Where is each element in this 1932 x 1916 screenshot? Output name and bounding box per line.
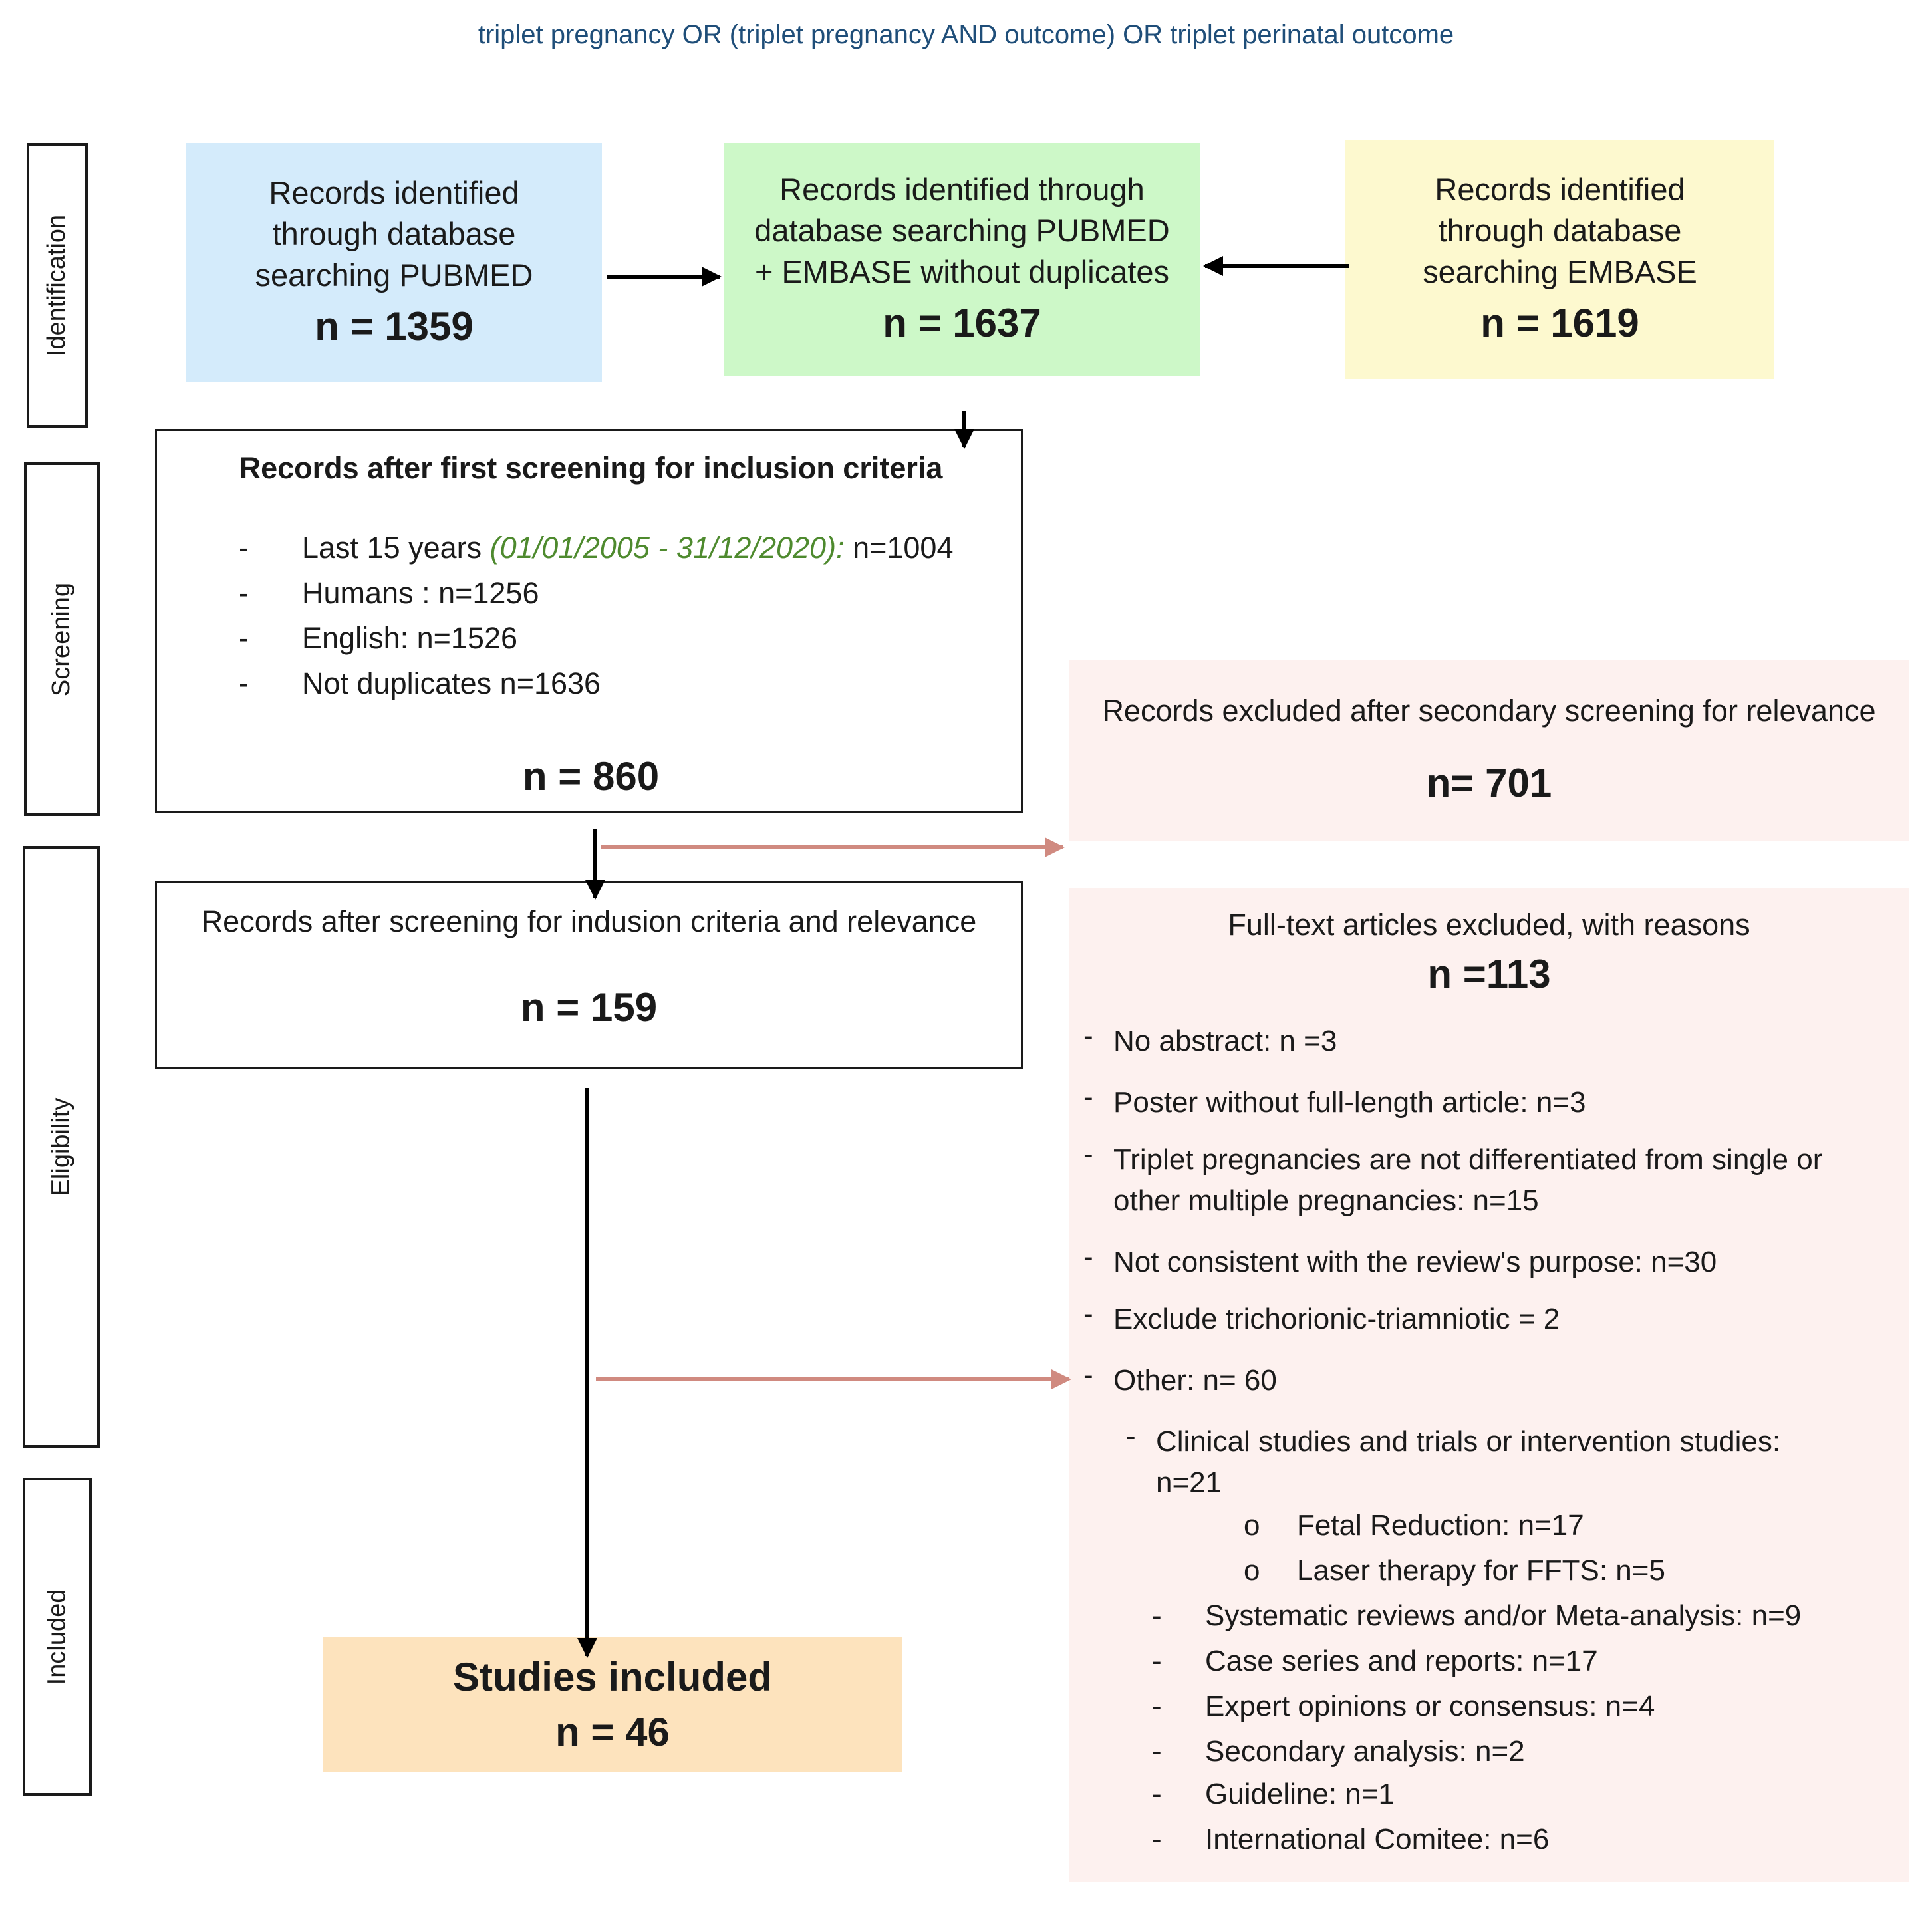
reason-expert-opinions: - Expert opinions or consensus: n=4 — [1152, 1686, 1655, 1727]
stage-eligibility: Eligibility — [23, 846, 100, 1448]
reason-marker: - — [1152, 1735, 1162, 1768]
screening-item-2: - Humans : n=1256 — [239, 576, 539, 611]
excluded-secondary-box: Records excluded after secondary screeni… — [1069, 660, 1909, 841]
second-screening-box: Records after screening for indusion cri… — [155, 881, 1023, 1069]
reason-text: Case series and reports: n=17 — [1205, 1645, 1598, 1677]
screening-item-2-text: Humans : n=1256 — [302, 576, 539, 610]
embase-text: Records identified through database sear… — [1423, 172, 1697, 290]
pubmed-box: Records identified through database sear… — [186, 143, 602, 382]
included-count: n = 46 — [555, 1710, 670, 1754]
reason-text: Not consistent with the review's purpose… — [1113, 1246, 1717, 1278]
date-range: (01/01/2005 - 31/12/2020): — [489, 531, 845, 565]
reason-marker: - — [1126, 1420, 1136, 1452]
reason-guideline: - Guideline: n=1 — [1152, 1774, 1395, 1815]
reason-text: Secondary analysis: n=2 — [1205, 1735, 1525, 1768]
reason-text: Guideline: n=1 — [1205, 1778, 1395, 1810]
screening-item-2-marker: - — [239, 576, 249, 610]
first-screening-box: Records after first screening for inclus… — [155, 429, 1023, 813]
pubmed-count: n = 1359 — [315, 304, 474, 349]
reason-marker: - — [1152, 1778, 1162, 1810]
reason-marker: - — [1152, 1599, 1162, 1632]
reason-text: Triplet pregnancies are not differentiat… — [1113, 1143, 1823, 1217]
stage-identification: Identification — [27, 143, 88, 428]
reason-text: International Comitee: n=6 — [1205, 1823, 1550, 1855]
reason-marker: - — [1083, 1240, 1093, 1273]
screening-item-3: - English: n=1526 — [239, 621, 518, 656]
combined-count: n = 1637 — [883, 301, 1041, 346]
reason-text: Fetal Reduction: n=17 — [1297, 1509, 1584, 1542]
screening-item-4: - Not duplicates n=1636 — [239, 666, 601, 701]
reason-text: Expert opinions or consensus: n=4 — [1205, 1690, 1655, 1722]
stage-included: Included — [23, 1478, 92, 1796]
reason-marker: - — [1152, 1690, 1162, 1722]
screening-item-1-suffix: n=1004 — [844, 531, 954, 565]
reason-not-differentiated: - Triplet pregnancies are not differenti… — [1083, 1138, 1891, 1221]
reason-marker: - — [1083, 1359, 1093, 1391]
reason-text: Other: n= 60 — [1113, 1364, 1277, 1397]
reason-text: Exclude trichorionic-triamniotic = 2 — [1113, 1303, 1560, 1335]
second-screening-text: Records after screening for indusion cri… — [201, 904, 977, 938]
combined-text: Records identified through database sear… — [754, 172, 1170, 290]
screening-item-1-marker: - — [239, 531, 249, 565]
stage-identification-label: Identification — [43, 214, 71, 356]
reason-case-series: - Case series and reports: n=17 — [1152, 1641, 1598, 1682]
reason-marker: o — [1244, 1509, 1260, 1542]
first-screening-count: n = 860 — [522, 754, 660, 799]
excluded-secondary-count: n= 701 — [1426, 761, 1552, 806]
screening-item-4-text: Not duplicates n=1636 — [302, 666, 601, 700]
reason-marker: - — [1152, 1645, 1162, 1677]
reason-marker: - — [1083, 1298, 1093, 1330]
stage-screening: Screening — [24, 462, 100, 816]
reason-marker: - — [1152, 1823, 1162, 1855]
stage-included-label: Included — [43, 1589, 71, 1685]
combined-box: Records identified through database sear… — [724, 143, 1200, 376]
reason-text: Systematic reviews and/or Meta-analysis:… — [1205, 1599, 1802, 1632]
screening-item-1: - Last 15 years (01/01/2005 - 31/12/2020… — [239, 531, 954, 565]
reason-trichorionic: - Exclude trichorionic-triamniotic = 2 — [1083, 1298, 1560, 1340]
reason-no-abstract: - No abstract: n =3 — [1083, 1020, 1337, 1062]
first-screening-title: Records after first screening for inclus… — [239, 451, 943, 485]
reason-marker: - — [1083, 1020, 1093, 1052]
fulltext-excluded-title: Full-text articles excluded, with reason… — [1228, 908, 1750, 942]
screening-item-3-text: English: n=1526 — [302, 621, 518, 655]
reason-not-consistent: - Not consistent with the review's purpo… — [1083, 1240, 1717, 1283]
reason-poster: - Poster without full-length article: n=… — [1083, 1081, 1586, 1123]
reason-clinical-studies: - Clinical studies and trials or interve… — [1126, 1420, 1834, 1503]
excluded-secondary-text: Records excluded after secondary screeni… — [1102, 693, 1876, 728]
reason-text: Clinical studies and trials or intervent… — [1156, 1425, 1781, 1499]
stage-eligibility-label: Eligibility — [47, 1097, 75, 1196]
embase-box: Records identified through database sear… — [1345, 140, 1774, 379]
reason-other: - Other: n= 60 — [1083, 1359, 1277, 1401]
included-title: Studies included — [452, 1654, 773, 1699]
fulltext-excluded-count: n =113 — [1427, 952, 1551, 996]
stage-screening-label: Screening — [47, 582, 76, 696]
pubmed-text: Records identified through database sear… — [255, 175, 533, 293]
reason-text: Poster without full-length article: n=3 — [1113, 1086, 1586, 1119]
second-screening-count: n = 159 — [520, 985, 658, 1030]
reason-systematic-reviews: - Systematic reviews and/or Meta-analysi… — [1152, 1595, 1802, 1637]
screening-item-4-marker: - — [239, 666, 249, 700]
reason-text: No abstract: n =3 — [1113, 1025, 1337, 1057]
fulltext-excluded-box: Full-text articles excluded, with reason… — [1069, 888, 1909, 1882]
screening-item-3-marker: - — [239, 621, 249, 655]
included-box: Studies included n = 46 — [323, 1637, 902, 1772]
reason-fetal-reduction: o Fetal Reduction: n=17 — [1244, 1505, 1584, 1546]
reason-marker: o — [1244, 1554, 1260, 1587]
reason-marker: - — [1083, 1138, 1093, 1170]
reason-text: Laser therapy for FFTS: n=5 — [1297, 1554, 1665, 1587]
screening-item-1-prefix: Last 15 years — [302, 531, 490, 565]
embase-count: n = 1619 — [1480, 301, 1639, 346]
reason-marker: - — [1083, 1081, 1093, 1113]
search-query: triplet pregnancy OR (triplet pregnancy … — [478, 20, 1454, 49]
reason-secondary-analysis: - Secondary analysis: n=2 — [1152, 1731, 1525, 1772]
reason-international-comitee: - International Comitee: n=6 — [1152, 1819, 1550, 1860]
reason-laser-therapy: o Laser therapy for FFTS: n=5 — [1244, 1550, 1665, 1591]
